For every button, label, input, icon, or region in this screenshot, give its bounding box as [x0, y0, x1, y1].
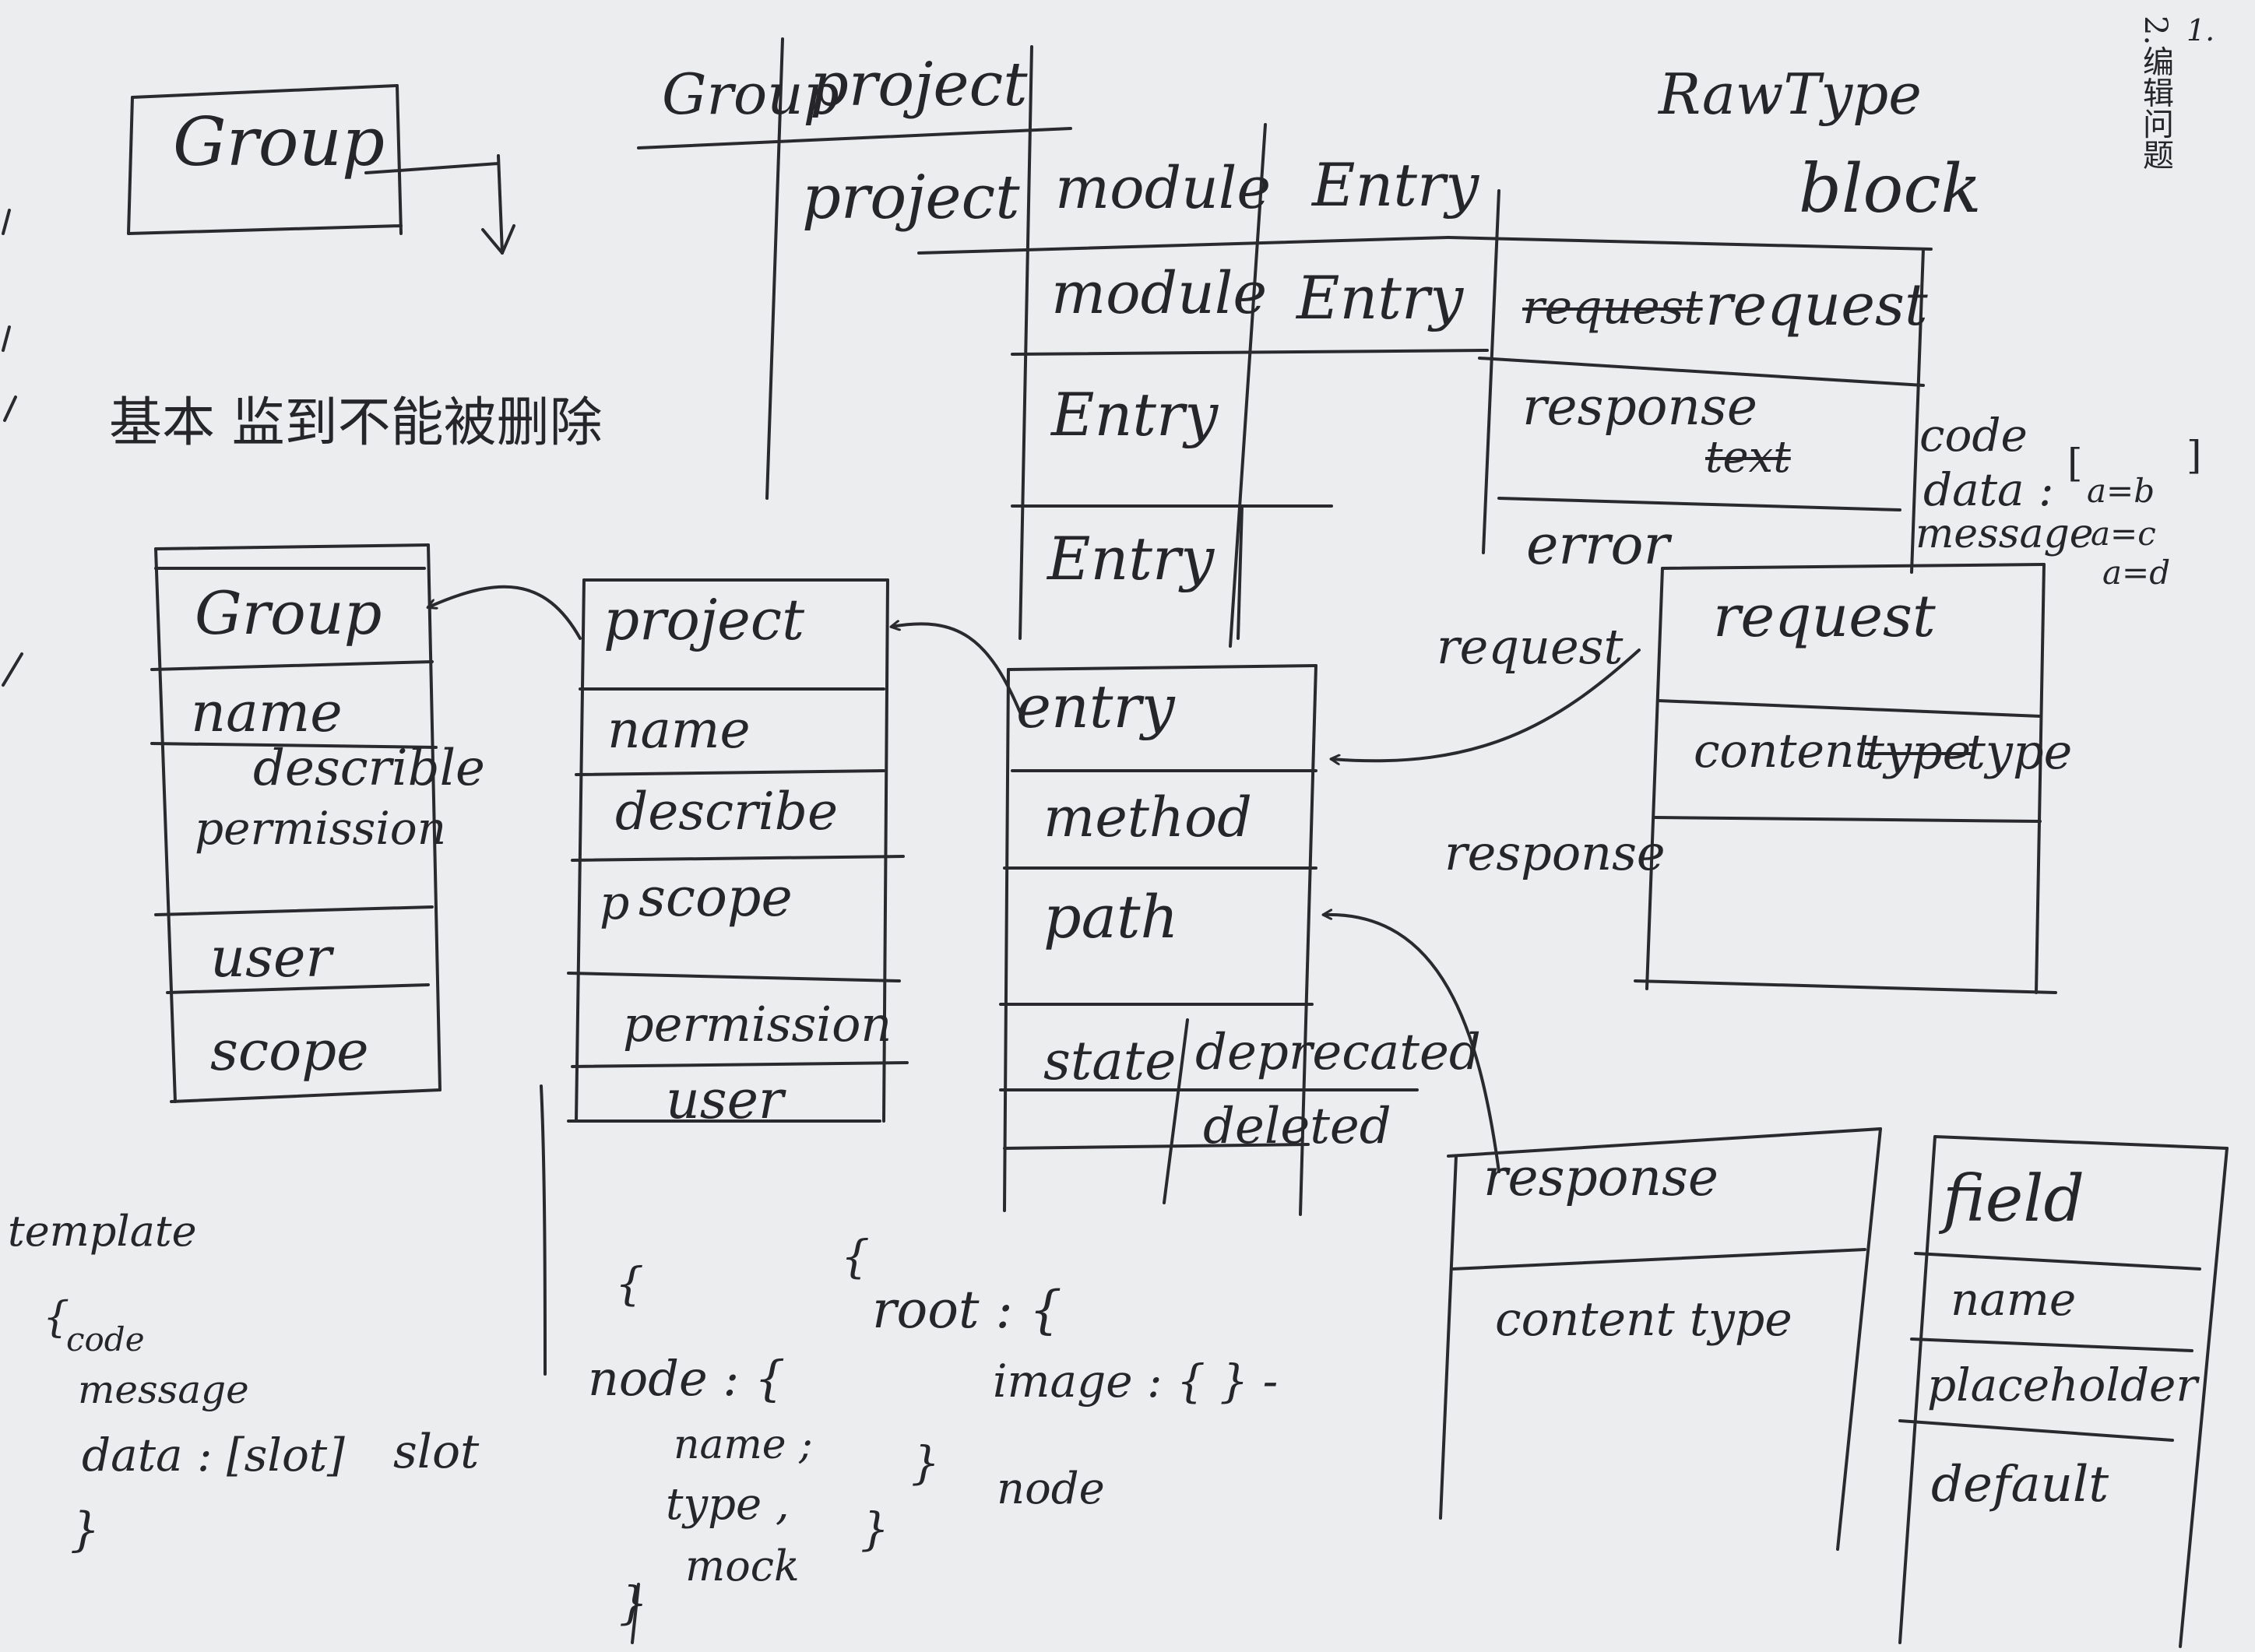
project-field-scope: scope [639, 867, 793, 929]
rawtype-response: response [1522, 377, 1757, 437]
schema-type: type , [666, 1479, 790, 1530]
rawtype-a2: a=c [2091, 515, 2156, 553]
project-field-describe: describe [615, 782, 839, 842]
request-field-suffix: type [1966, 723, 2073, 780]
rawtype-bracket-close: ] [2186, 433, 2202, 478]
hier-entry-row-1: Entry [1051, 380, 1219, 449]
hier-entry-header: Entry [1312, 150, 1479, 220]
arrow-label-request: request [1437, 618, 1624, 675]
rawtype-error: error [1526, 513, 1669, 577]
entry-state-deprecated: deprecated [1195, 1024, 1481, 1081]
project-field-permission: permission [623, 996, 892, 1053]
schema-node: node : { [588, 1350, 786, 1407]
field-table-title: field [1943, 1162, 2084, 1236]
hier-entry-cell: Entry [1296, 263, 1464, 332]
response-table-title: response [1483, 1148, 1719, 1207]
rawtype-text-struck: text [1705, 432, 1791, 483]
arrow-label-response: response [1444, 824, 1666, 881]
chinese-note: 基本 监到不能被删除 [109, 392, 603, 454]
schema-open-brace-2: { [841, 1230, 870, 1283]
rawtype-message: message [1916, 511, 2094, 557]
entry-state-deleted: deleted [1203, 1098, 1391, 1155]
rawtype-block: block [1799, 150, 1982, 228]
project-field-name: name [607, 700, 751, 760]
field-table-lines [1898, 1135, 2229, 1648]
hier-header-project: project [810, 50, 1028, 120]
page-number: 1. [2186, 13, 2215, 47]
schema-close-root: } [911, 1436, 940, 1489]
hier-entry-row-2: Entry [1047, 524, 1215, 593]
group-field-scope: scope [210, 1019, 369, 1083]
request-field-prefix: content [1694, 724, 1873, 779]
group-table-lines [150, 543, 442, 1103]
schema-root-node: node [997, 1464, 1105, 1514]
schema-root: root : { [872, 1280, 1062, 1340]
response-field-content-type: content type [1495, 1292, 1792, 1347]
request-table-title: request [1713, 583, 1936, 650]
rawtype-a1: a=b [2087, 472, 2155, 510]
field-field-placeholder: placeholder [1927, 1359, 2198, 1411]
entry-field-method: method [1043, 786, 1252, 849]
template-code: code [66, 1320, 145, 1359]
entry-field-state: state [1043, 1031, 1177, 1092]
template-data: data : [slot] [82, 1429, 345, 1482]
project-field-user: user [666, 1070, 784, 1131]
margin-ticks [2, 209, 23, 687]
schema-brace-lines [540, 1084, 640, 1644]
rawtype-code: code [1919, 409, 2028, 462]
group-box-label: Group [173, 104, 385, 181]
request-table-lines [1634, 563, 2057, 994]
request-field-struck: type [1865, 723, 1972, 780]
template-close-brace: } [70, 1503, 100, 1557]
entry-table-title: entry [1016, 672, 1175, 741]
connector-arrows [428, 585, 1641, 1173]
schema-name: name ; [674, 1422, 813, 1468]
hier-project-cell: project [802, 163, 1020, 233]
template-open-brace: { [43, 1292, 70, 1341]
schema-close-outer: } [619, 1576, 648, 1629]
project-field-scope-prefix: p [600, 876, 630, 930]
group-field-describle: describle [253, 740, 485, 797]
template-slot: slot [393, 1425, 480, 1479]
rawtype-data: data : [1923, 463, 2054, 516]
rawtype-request-struck: request [1522, 280, 1703, 335]
entry-field-path: path [1043, 882, 1179, 951]
field-field-name: name [1951, 1273, 2077, 1326]
hier-module-cell: module [1051, 260, 1268, 327]
hierarchy-table-lines [637, 37, 1933, 648]
group-field-name: name [191, 680, 343, 744]
group-field-user: user [210, 926, 332, 989]
group-field-permission: permission [195, 802, 447, 855]
rawtype-request: request [1705, 272, 1928, 339]
rawtype-bracket-open: [ [2067, 441, 2083, 486]
rawtype-title: RawType [1659, 62, 1922, 127]
hier-header-group: Group [662, 62, 839, 127]
entry-table-lines [999, 664, 1419, 1216]
field-field-default: default [1931, 1456, 2109, 1513]
schema-image: image : { } - [993, 1355, 1279, 1408]
schema-close-inner: } [860, 1503, 889, 1555]
hier-module-header: module [1055, 155, 1272, 222]
template-message: message [78, 1367, 249, 1412]
schema-mock: mock [685, 1541, 800, 1590]
template-label: template [8, 1207, 197, 1256]
schema-open-brace-1: { [615, 1257, 644, 1310]
corner-vertical-note: 2.编辑问题 [2137, 16, 2173, 170]
group-table-title: Group [195, 578, 382, 648]
project-table-lines [567, 578, 909, 1123]
group-box-outline [127, 84, 515, 255]
rawtype-a3: a=d [2102, 554, 2171, 592]
project-table-title: project [603, 587, 805, 652]
response-table-lines [1439, 1127, 1882, 1551]
